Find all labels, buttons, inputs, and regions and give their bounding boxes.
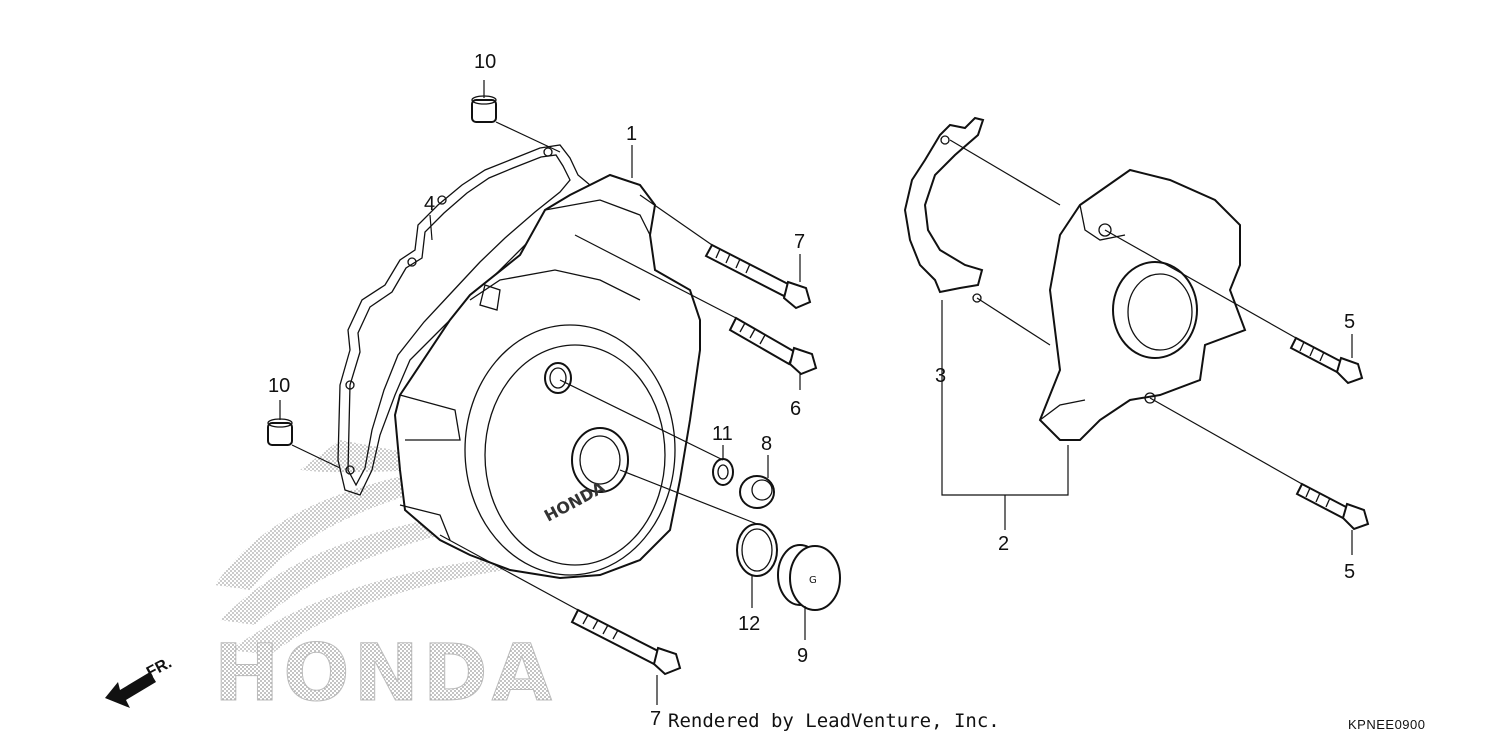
gasket-holes (345, 147, 553, 475)
cap-9: G (777, 544, 841, 611)
callout-8: 8 (761, 433, 772, 455)
callout-11: 11 (712, 423, 733, 445)
callout-7-lower: 7 (650, 708, 661, 730)
leader-lines (279, 80, 1353, 705)
callout-9: 9 (797, 645, 808, 667)
callout-1: 1 (626, 123, 637, 145)
front-direction-arrow: FR. (105, 654, 175, 708)
render-credit: Rendered by LeadVenture, Inc. (668, 710, 1000, 732)
callout-12: 12 (738, 613, 760, 635)
sprocket-cover-2 (1038, 168, 1247, 441)
svg-text:G: G (809, 575, 817, 586)
o-ring-12 (736, 523, 778, 577)
cover-timing-hole (544, 362, 572, 394)
bolt-5-upper (1289, 336, 1364, 385)
honda-logo-text: HONDA (214, 629, 556, 719)
bolt-6 (728, 316, 818, 376)
callout-2: 2 (998, 533, 1009, 555)
bracket-3 (903, 116, 985, 303)
bolt-7-lower (570, 608, 682, 676)
crankcase-cover: HONDA (393, 173, 701, 580)
callout-5-upper: 5 (1344, 311, 1355, 333)
callout-7-upper: 7 (794, 231, 805, 253)
callout-10-upper: 10 (474, 51, 496, 73)
callout-5-lower: 5 (1344, 561, 1355, 583)
plug-8 (739, 475, 775, 509)
dowel-pin-lower (267, 418, 293, 446)
cover-center-hole (571, 427, 629, 493)
callout-10-lower: 10 (268, 375, 290, 397)
callout-labels: 10 1 4 7 6 10 11 8 12 9 7 3 2 5 5 (268, 51, 1355, 730)
callout-4: 4 (424, 193, 435, 215)
callout-6: 6 (790, 398, 801, 420)
gasket-outline (337, 144, 591, 496)
callout-3: 3 (935, 365, 946, 387)
gasket-inner (347, 154, 571, 487)
dowel-pin-upper (471, 95, 497, 123)
bolt-7-upper (704, 243, 812, 310)
bolt-5-lower (1295, 482, 1370, 531)
diagram-code: KPNEE0900 (1348, 717, 1426, 732)
washer-11 (712, 458, 734, 486)
